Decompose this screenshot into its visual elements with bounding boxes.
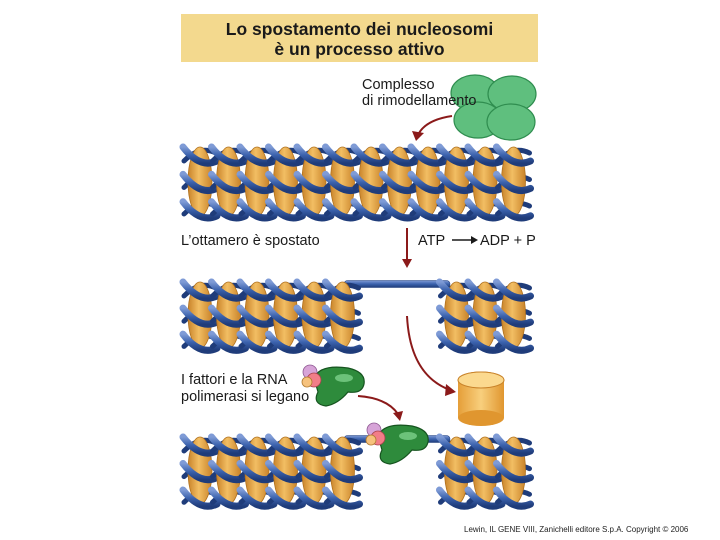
arrow-factors-bind	[357, 395, 399, 415]
atp-reaction-arrowhead	[471, 236, 478, 244]
nucleosome	[493, 143, 534, 222]
arrowhead-octamer	[445, 384, 456, 396]
remodeling-label-line-2: di rimodellamento	[362, 93, 477, 109]
arrowhead-factors	[393, 411, 403, 421]
nucleosome	[322, 433, 363, 510]
atp-label: ATP	[418, 233, 446, 249]
arrowhead-atp	[402, 259, 412, 268]
polymerase-body	[313, 366, 365, 407]
title-line-2: è un processo attivo	[274, 39, 445, 59]
factors-label-line-1: I fattori e la RNA	[181, 372, 288, 388]
arrow-octamer-out	[406, 315, 451, 391]
displaced-histone-octamer	[457, 371, 505, 426]
nucleosome	[493, 433, 534, 510]
remodeling-label-line-1: Complesso	[362, 77, 435, 93]
chromatin-fiber-before	[179, 143, 534, 222]
octamer-moved-label: L’ottamero è spostato	[181, 233, 320, 249]
remodeling-subunit	[486, 103, 536, 141]
nucleosome	[322, 278, 363, 354]
nucleosome	[293, 278, 335, 354]
rna-polymerase-bound	[365, 422, 429, 465]
arrow-remodeling-to-fiber	[417, 115, 453, 136]
process-arrows	[357, 115, 478, 421]
chromatin-fiber-bound	[179, 433, 534, 510]
nucleosome	[208, 278, 249, 354]
copyright-credit: Lewin, IL GENE VIII, Zanichelli editore …	[464, 525, 689, 534]
nucleosome	[436, 433, 477, 510]
transcription-factor	[365, 434, 377, 446]
remodeling-complex	[450, 74, 537, 141]
title-line-1: Lo spostamento dei nucleosomi	[225, 19, 494, 39]
nucleosome	[236, 143, 278, 222]
arrowhead-remodeling	[412, 131, 424, 141]
factors-label-line-2: polimerasi si legano	[181, 389, 310, 405]
nucleosome	[493, 278, 534, 354]
title-box: Lo spostamento dei nucleosomi è un proce…	[181, 14, 538, 62]
rna-polymerase-free	[301, 364, 365, 407]
adp-p-label: ADP + P	[480, 233, 536, 249]
transcription-factor	[301, 376, 313, 388]
chromatin-fiber-displaced	[179, 278, 534, 354]
polymerase-body	[377, 424, 429, 465]
nucleosome	[179, 278, 221, 354]
